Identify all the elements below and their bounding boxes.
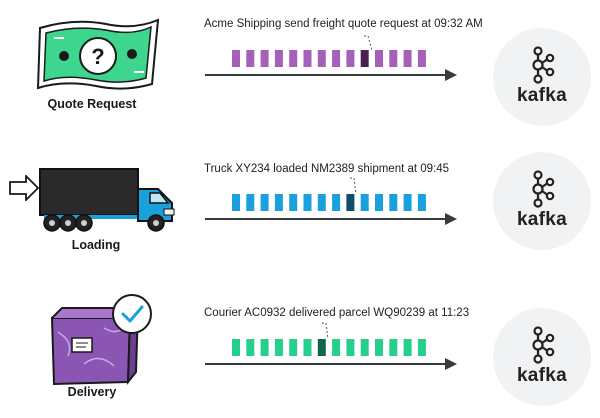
- event-segment: [303, 194, 312, 211]
- event-segment: [375, 339, 383, 356]
- event-segment: [417, 339, 426, 356]
- event-segment-current: [346, 194, 355, 211]
- kafka-label: kafka: [516, 365, 568, 386]
- event-segment: [346, 50, 355, 67]
- event-segment: [346, 339, 355, 356]
- event-segment: [389, 194, 398, 211]
- row-quote-request: ? Quote Request Acme Shipping send freig…: [0, 0, 600, 130]
- parcel-check-icon: [50, 294, 152, 386]
- event-segment: [274, 339, 283, 356]
- event-segment: [360, 339, 369, 356]
- event-segment-current: [317, 339, 326, 356]
- caption-quote-request: Quote Request: [47, 97, 137, 111]
- event-segment: [260, 50, 269, 67]
- event-segment: [274, 194, 283, 211]
- event-segment: [289, 339, 298, 356]
- event-segment: [232, 194, 240, 211]
- event-segment: [360, 194, 369, 211]
- event-segment: [303, 50, 312, 67]
- message-loading: Truck XY234 loaded NM2389 shipment at 09…: [204, 163, 450, 175]
- row-loading: Loading Truck XY234 loaded NM2389 shipme…: [0, 140, 600, 270]
- message-quote-request: Acme Shipping send freight quote request…: [204, 18, 483, 30]
- kafka-logo-icon: [532, 46, 555, 84]
- money-question-icon: ?: [36, 18, 160, 90]
- event-segment: [403, 50, 412, 67]
- event-segment: [274, 50, 283, 67]
- event-stream-quote: [205, 35, 457, 81]
- message-delivery: Courier AC0932 delivered parcel WQ90239 …: [204, 307, 470, 319]
- event-segment: [332, 50, 341, 67]
- pointer-line: [322, 322, 329, 340]
- event-segment: [289, 50, 298, 67]
- kafka-broker: kafka: [493, 152, 591, 250]
- kafka-label: kafka: [516, 85, 568, 106]
- event-segment: [260, 339, 269, 356]
- kafka-broker: kafka: [493, 308, 591, 406]
- event-segment: [317, 50, 326, 67]
- svg-text:?: ?: [91, 44, 104, 69]
- event-segment: [232, 50, 240, 67]
- caption-loading: Loading: [71, 238, 121, 252]
- event-stream-delivery: [205, 322, 457, 370]
- event-segment: [260, 194, 269, 211]
- event-segment: [332, 194, 341, 211]
- event-stream-loading: [205, 177, 457, 225]
- event-segment: [403, 194, 412, 211]
- event-segment-current: [360, 50, 369, 67]
- kafka-broker: kafka: [493, 28, 591, 126]
- event-segment: [389, 50, 398, 67]
- kafka-label: kafka: [516, 209, 568, 230]
- row-delivery: Delivery Courier AC0932 delivered parcel…: [0, 288, 600, 418]
- event-segment: [303, 339, 312, 356]
- event-segment: [317, 194, 326, 211]
- event-segment: [403, 339, 412, 356]
- caption-delivery: Delivery: [67, 385, 117, 399]
- kafka-logo-icon: [532, 170, 555, 208]
- event-segment: [417, 194, 426, 211]
- kafka-logo-icon: [532, 326, 555, 364]
- event-segment: [246, 50, 255, 67]
- arrow-in-icon: [9, 175, 40, 201]
- pointer-line: [350, 177, 357, 195]
- event-segment: [246, 194, 255, 211]
- event-segment: [289, 194, 298, 211]
- truck-icon: [39, 168, 175, 232]
- event-segment: [232, 339, 240, 356]
- event-segment: [417, 50, 426, 67]
- event-segment: [375, 194, 383, 211]
- event-segment: [332, 339, 341, 356]
- event-segment: [375, 50, 383, 67]
- event-segment: [246, 339, 255, 356]
- pointer-line: [364, 35, 373, 51]
- event-segment: [389, 339, 398, 356]
